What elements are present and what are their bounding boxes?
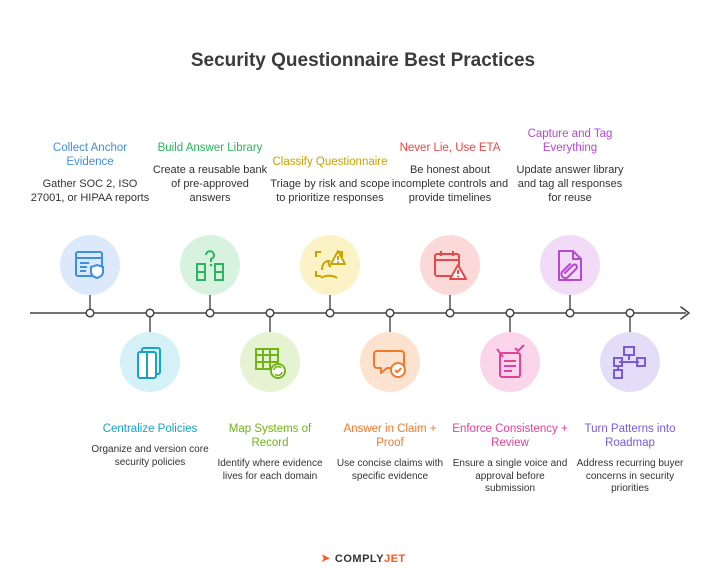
calendar-warning-icon bbox=[434, 251, 467, 280]
timeline-dot bbox=[505, 308, 515, 318]
step-title: Collect Anchor Evidence bbox=[52, 142, 128, 168]
timeline-dot bbox=[325, 308, 335, 318]
timeline-arrowhead bbox=[680, 306, 690, 320]
step-description: Gather SOC 2, ISO 27001, or HIPAA report… bbox=[30, 178, 150, 204]
step-description: Address recurring buyer concerns in secu… bbox=[576, 458, 684, 494]
timeline-dot bbox=[385, 308, 395, 318]
chat-check-icon bbox=[373, 350, 406, 378]
step-description: Ensure a single voice and approval befor… bbox=[452, 458, 568, 494]
flow-roadmap-icon bbox=[613, 346, 646, 379]
table-sync-icon bbox=[255, 348, 286, 379]
step-title: Never Lie, Use ETA bbox=[399, 142, 501, 154]
diagram-title: Security Questionnaire Best Practices bbox=[190, 50, 536, 71]
step-description: Identify where evidence lives for each d… bbox=[217, 458, 323, 482]
step-7: Never Lie, Use ETA Be honest about incomp… bbox=[390, 141, 510, 205]
footer-brand: ➤COMPLYJET bbox=[0, 551, 726, 565]
step-icon-circle bbox=[60, 235, 120, 295]
brand-name-accent: JET bbox=[383, 553, 406, 565]
step-title: Classify Questionnaire bbox=[272, 156, 388, 168]
step-description: Be honest about incomplete controls and … bbox=[391, 164, 509, 204]
attach-file-icon bbox=[558, 250, 582, 281]
step-icon-circle bbox=[540, 235, 600, 295]
document-review-icon bbox=[496, 344, 525, 378]
step-title: Map Systems of Record bbox=[228, 423, 312, 449]
step-title: Capture and Tag Everything bbox=[527, 128, 613, 154]
paper-plane-icon: ➤ bbox=[320, 551, 331, 565]
step-description: Triage by risk and scope to prioritize r… bbox=[270, 178, 390, 204]
report-shield-icon bbox=[75, 251, 104, 280]
step-description: Use concise claims with specific evidenc… bbox=[336, 458, 444, 482]
timeline-dot bbox=[625, 308, 635, 318]
step-title: Enforce Consistency + Review bbox=[452, 423, 568, 449]
step-icon-circle bbox=[180, 235, 240, 295]
step-description: Create a reusable bank of pre-approved a… bbox=[152, 164, 268, 204]
step-icon-circle bbox=[420, 235, 480, 295]
step-title: Turn Patterns into Roadmap bbox=[584, 423, 676, 449]
step-icon-circle bbox=[360, 332, 420, 392]
step-icon-circle bbox=[300, 235, 360, 295]
documents-icon bbox=[137, 347, 161, 379]
timeline-dot bbox=[445, 308, 455, 318]
brand-name-main: COMPLY bbox=[334, 553, 384, 565]
timeline-dot bbox=[265, 308, 275, 318]
timeline-dot bbox=[565, 308, 575, 318]
step-icon-circle bbox=[480, 332, 540, 392]
step-description: Organize and version core security polic… bbox=[91, 444, 209, 468]
step-title: Centralize Policies bbox=[102, 423, 198, 435]
step-description: Update answer library and tag all respon… bbox=[516, 164, 624, 204]
step-title: Answer in Claim + Proof bbox=[343, 423, 437, 449]
step-icon-circle bbox=[600, 332, 660, 392]
step-icon-circle bbox=[240, 332, 300, 392]
question-bank-icon bbox=[196, 250, 224, 281]
step-title: Build Answer Library bbox=[157, 142, 263, 154]
timeline-dot bbox=[145, 308, 155, 318]
step-icon-circle bbox=[120, 332, 180, 392]
timeline-dot bbox=[205, 308, 215, 318]
timeline-dot bbox=[85, 308, 95, 318]
scan-warning-icon bbox=[315, 250, 346, 279]
